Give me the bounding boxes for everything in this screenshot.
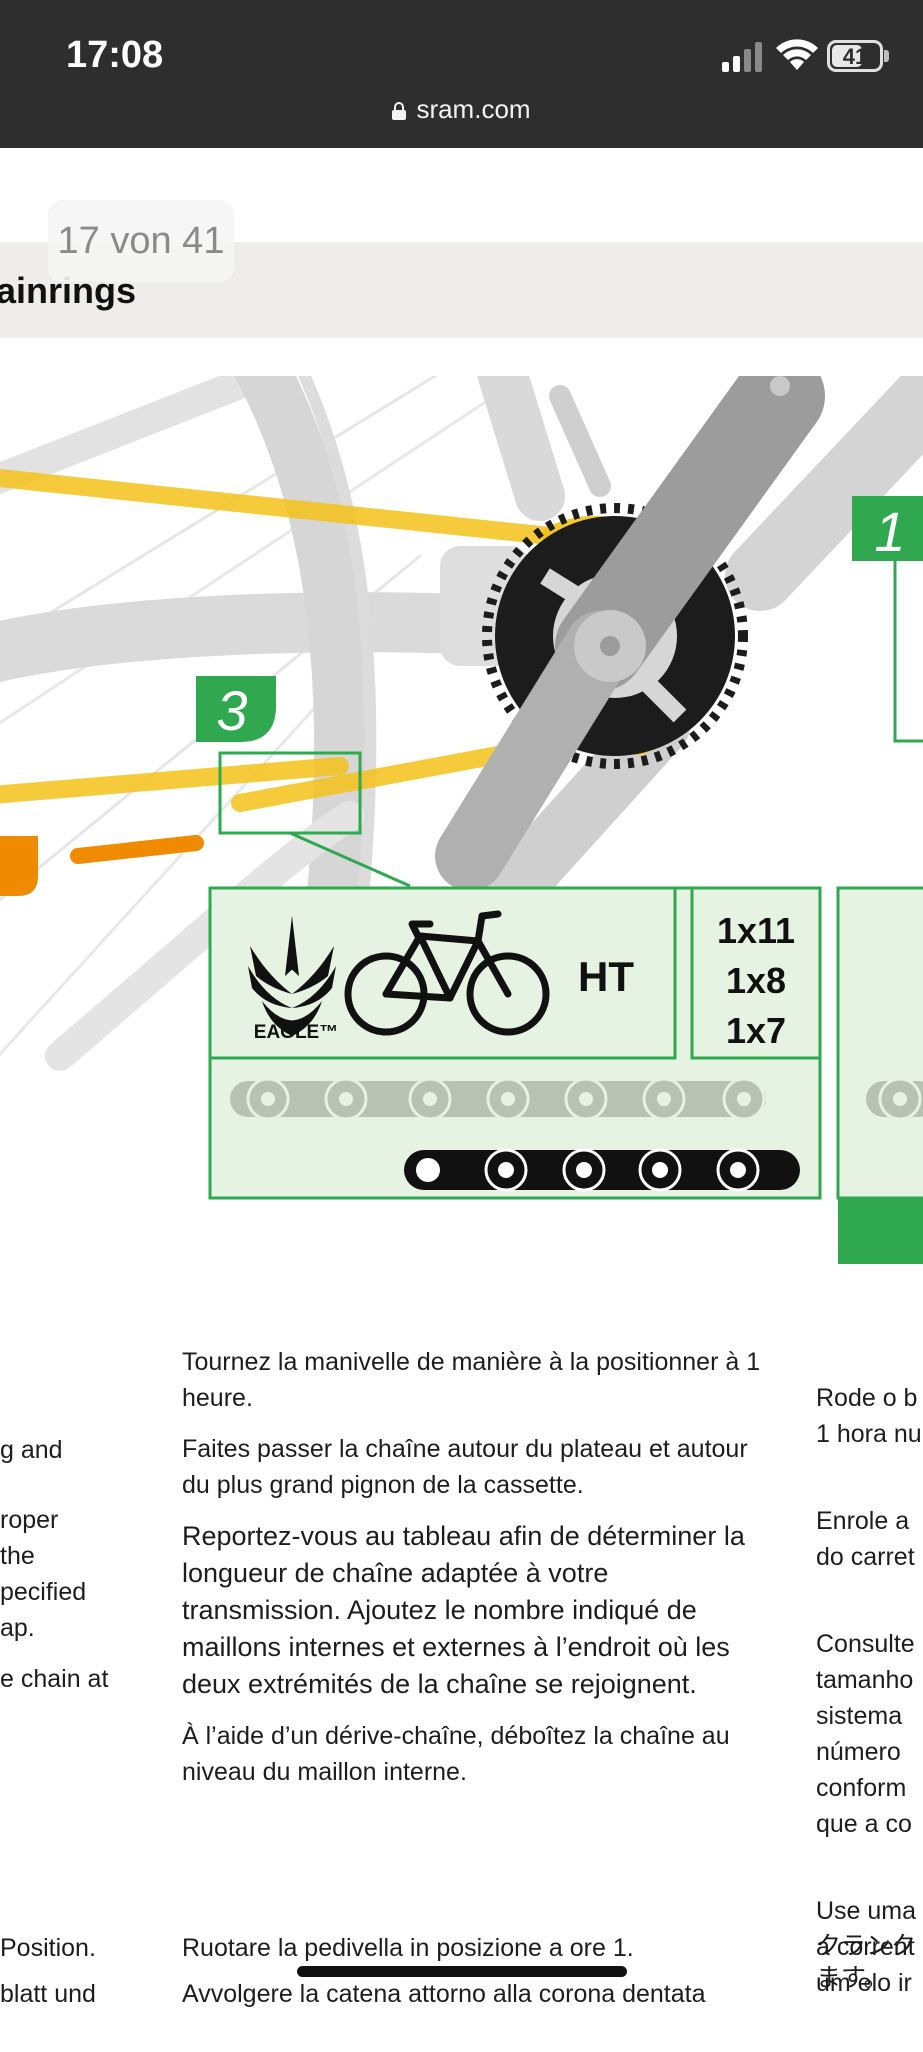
status-time: 17:08 xyxy=(66,34,164,76)
orange-marker xyxy=(0,836,38,896)
fr-step-1: Tournez la manivelle de manière à la pos… xyxy=(182,1348,761,1412)
orange-chain-segment xyxy=(70,835,204,864)
fr-step-3: Reportez-vous au tableau afin de détermi… xyxy=(182,1521,745,1699)
hardtail-bike-icon xyxy=(344,910,550,1036)
pt-step-4-partial: Use uma a corrent um elo ir xyxy=(816,1897,917,1997)
home-indicator[interactable] xyxy=(297,1966,627,1977)
bike-type-label: HT xyxy=(578,953,634,1000)
drivetrain-1x8: 1x8 xyxy=(726,960,786,1001)
chain-links-black xyxy=(404,1148,800,1192)
drivetrain-1x7: 1x7 xyxy=(726,1010,786,1051)
callout-3-badge xyxy=(196,676,276,742)
portuguese-column-partial: Rode o b 1 hora nu Enrole a do carret Co… xyxy=(816,1344,923,2052)
chain-spec-panel-partial xyxy=(836,886,923,1264)
fr-step-2: Faites passer la chaîne autour du platea… xyxy=(182,1435,748,1499)
german-column-partial: Position. blatt und xyxy=(0,1930,130,2027)
crank-arm xyxy=(435,376,825,891)
ja-step-1-line-1: クランク xyxy=(816,1932,917,1960)
pt-step-2-partial: Enrole a do carret xyxy=(816,1507,915,1571)
de-step-1-partial: Position. xyxy=(0,1934,96,1962)
pt-step-3-partial: Consulte tamanho sistema número conform … xyxy=(816,1630,915,1838)
it-step-1: Ruotare la pedivella in posizione a ore … xyxy=(182,1934,634,1962)
eagle-label: EAGLE™ xyxy=(254,1022,338,1043)
status-bar: 17:08 41 sram.com xyxy=(0,0,923,148)
callout-3-label: 3 xyxy=(216,679,247,742)
italian-column: Ruotare la pedivella in posizione a ore … xyxy=(182,1930,772,2027)
ja-step-1-line-2: ます。 xyxy=(816,1964,889,1992)
it-step-2: Avvolgere la catena attorno alla corona … xyxy=(182,1980,706,2008)
japanese-column-partial: クランク ます。 xyxy=(816,1930,923,1994)
en-step-3-partial: roper the pecified ap. xyxy=(0,1506,87,1642)
de-step-2-partial: blatt und xyxy=(0,1980,96,2008)
en-step-4-partial: e chain at xyxy=(0,1665,109,1693)
english-column-partial: g and roper the pecified ap. e chain at xyxy=(0,1432,130,1712)
wifi-icon xyxy=(776,39,818,70)
lock-icon xyxy=(392,102,407,120)
eagle-logo-icon xyxy=(248,916,336,1036)
fr-step-4: À l’aide d’un dérive-chaîne, déboîtez la… xyxy=(182,1722,730,1786)
cellular-signal-icon xyxy=(722,42,762,72)
callout-3-leader xyxy=(289,831,411,888)
drivetrain-1x11: 1x11 xyxy=(717,910,795,951)
chain-spec-panel: EAGLE™ HT 1x11 1x8 1x7 xyxy=(208,886,822,1200)
chain-length-diagram: 3 1 EAGLE™ HT xyxy=(0,376,923,1264)
battery-level: 41 xyxy=(842,44,868,69)
callout-1-badge xyxy=(852,496,923,561)
url-text: sram.com xyxy=(416,94,531,124)
en-step-2-partial: g and xyxy=(0,1436,63,1464)
address-bar[interactable]: sram.com xyxy=(0,94,923,125)
pt-step-1-partial: Rode o b 1 hora nu xyxy=(816,1384,922,1448)
page-counter: 17 von 41 xyxy=(48,200,234,282)
chain-links-grey xyxy=(230,1077,766,1121)
battery-icon: 41 xyxy=(827,40,883,72)
callout-1-label: 1 xyxy=(874,500,905,563)
french-column: Tournez la manivelle de manière à la pos… xyxy=(182,1344,772,1805)
